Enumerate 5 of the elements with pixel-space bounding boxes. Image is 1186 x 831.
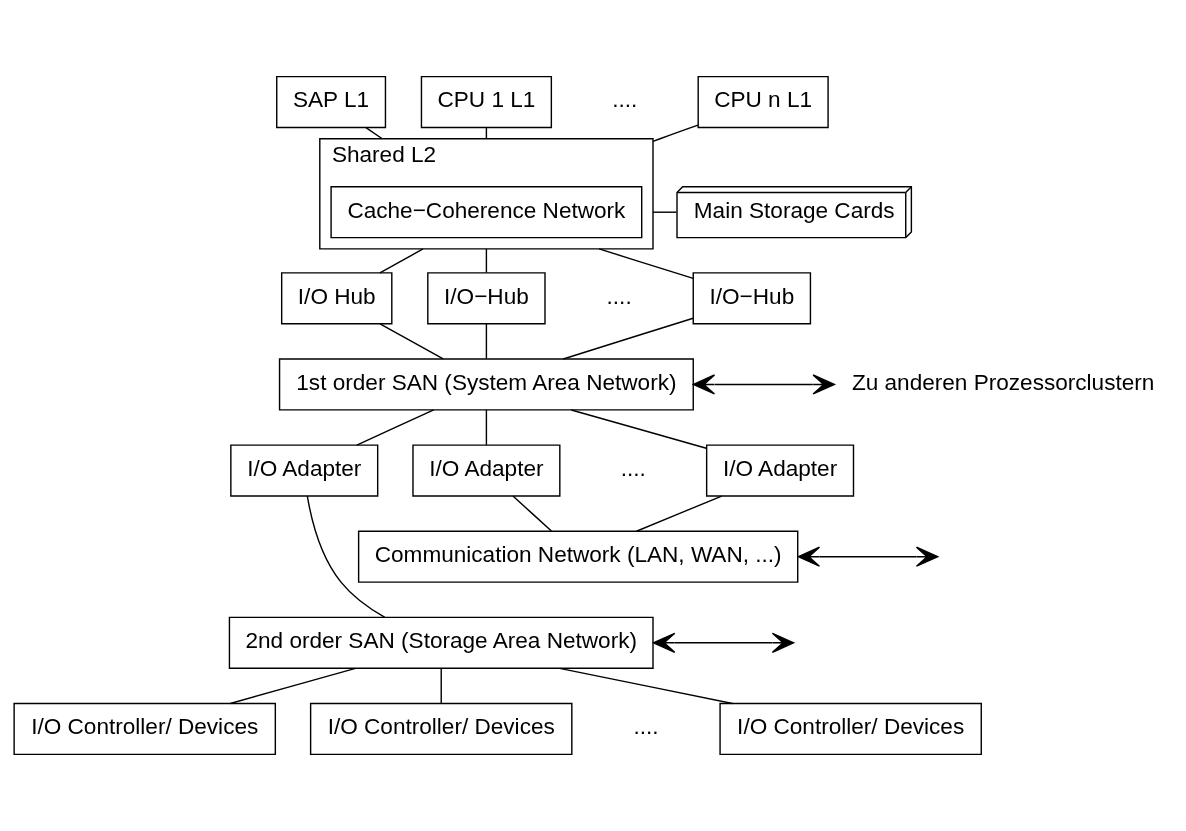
- label: ....: [612, 87, 638, 113]
- label: ....: [633, 714, 659, 740]
- label: ....: [620, 455, 646, 481]
- label: ....: [606, 283, 632, 309]
- node-text: Zu anderen Prozessorclustern: [851, 369, 1155, 395]
